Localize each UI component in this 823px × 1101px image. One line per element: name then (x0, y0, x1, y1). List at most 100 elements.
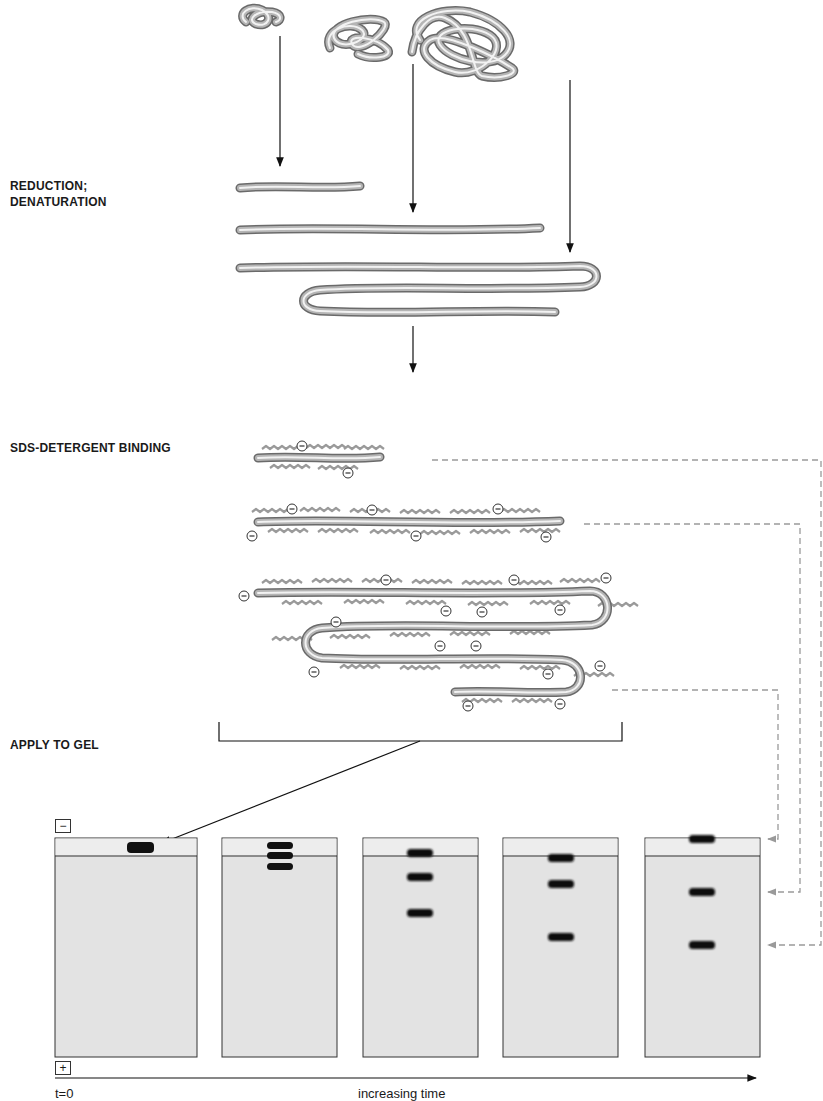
denatured-chain (240, 186, 597, 312)
negative-charge (555, 699, 565, 709)
axis-label: t=0 (55, 1086, 73, 1101)
protein-band (127, 842, 154, 853)
electrode-symbol: − (56, 820, 70, 832)
sds-chain (258, 591, 608, 693)
negative-charge (287, 504, 297, 514)
protein-band (127, 835, 715, 949)
protein-band (689, 835, 715, 843)
sds-detergent (262, 446, 302, 449)
sds-detergent (406, 601, 446, 604)
folded-protein (412, 11, 514, 78)
denatured-chain (240, 186, 360, 188)
folded-protein (243, 8, 281, 25)
negative-charge (367, 505, 377, 515)
protein-band (548, 854, 574, 862)
step-arrow (279, 36, 280, 166)
step-label: SDS-DETERGENT BINDING (10, 440, 171, 456)
sds-chain (258, 521, 560, 523)
negative-charge (247, 531, 257, 541)
folded-protein (412, 11, 514, 78)
sds-detergent (252, 509, 292, 512)
sds-detergent (500, 509, 540, 512)
sds-detergent (510, 631, 550, 634)
step-label: APPLY TO GEL (10, 737, 99, 753)
denatured-chain (240, 266, 597, 312)
protein-band (407, 849, 433, 857)
protein-band (407, 835, 715, 949)
protein-band (407, 873, 433, 881)
negative-charge (297, 441, 307, 451)
negative-charge (595, 661, 605, 671)
time-axis (55, 1078, 756, 1079)
sds-detergent (470, 530, 510, 533)
migration-guide (432, 460, 821, 945)
denatured-chain (240, 266, 597, 312)
gel-panel (504, 839, 618, 856)
protein-band (548, 933, 574, 941)
sds-detergent (400, 666, 440, 669)
sds-detergent (282, 601, 322, 604)
sds-detergent (450, 632, 490, 635)
migration-guide (612, 690, 778, 839)
sds-chain (258, 591, 608, 693)
negative-charge (309, 667, 319, 677)
sds-detergent (400, 510, 440, 513)
sds-chain (258, 521, 560, 523)
negative-charge (343, 468, 353, 478)
migration-guide (584, 524, 800, 892)
electrode-sign: + (55, 1061, 71, 1075)
sds-detergent (370, 530, 410, 533)
electrode-symbol: + (56, 1062, 70, 1074)
sds-detergent (270, 465, 310, 468)
time-axis (55, 1077, 756, 1078)
sds-chain (258, 591, 608, 693)
gel-panel (56, 839, 197, 856)
gel-panel (222, 838, 337, 1057)
sds-detergent (252, 445, 638, 702)
gel-panel (55, 838, 197, 1057)
sample-bracket (219, 722, 622, 741)
denatured-chain (240, 266, 597, 312)
protein-band (689, 888, 715, 896)
sds-detergent (450, 510, 490, 513)
negative-charge (239, 441, 611, 711)
sds-chain (258, 457, 608, 693)
protein-band (548, 880, 574, 888)
sds-detergent (340, 665, 380, 668)
folded-protein (243, 8, 281, 25)
sds-detergent (520, 666, 560, 669)
step-arrow (412, 326, 413, 372)
sds-detergent (468, 602, 508, 605)
sds-chain (258, 521, 560, 523)
sds-chain (258, 457, 380, 458)
folded-protein (329, 19, 389, 57)
sds-detergent (530, 601, 570, 604)
denatured-chain (240, 228, 540, 230)
sds-detergent (344, 600, 384, 603)
sds-detergent (318, 529, 358, 532)
folded-protein (243, 8, 281, 25)
denatured-chain (240, 228, 540, 230)
sds-detergent (560, 579, 600, 582)
step-arrow (569, 80, 570, 252)
negative-charge (435, 641, 445, 651)
sds-detergent (412, 580, 452, 583)
negative-charge (239, 591, 249, 601)
step-label: REDUCTION; DENATURATION (10, 178, 130, 210)
sds-detergent (268, 529, 308, 532)
sds-detergent (420, 531, 460, 534)
folded-protein (329, 19, 389, 57)
negative-charge (411, 531, 421, 541)
step-arrow (162, 36, 570, 843)
negative-charge (555, 605, 565, 615)
sds-detergent (460, 665, 500, 668)
sds-chain (258, 457, 380, 458)
sds-detergent (462, 581, 502, 584)
folded-protein (412, 11, 514, 78)
step-arrow (162, 741, 420, 843)
gel-panel (645, 838, 760, 1057)
negative-charge (441, 606, 451, 616)
negative-charge (543, 669, 553, 679)
